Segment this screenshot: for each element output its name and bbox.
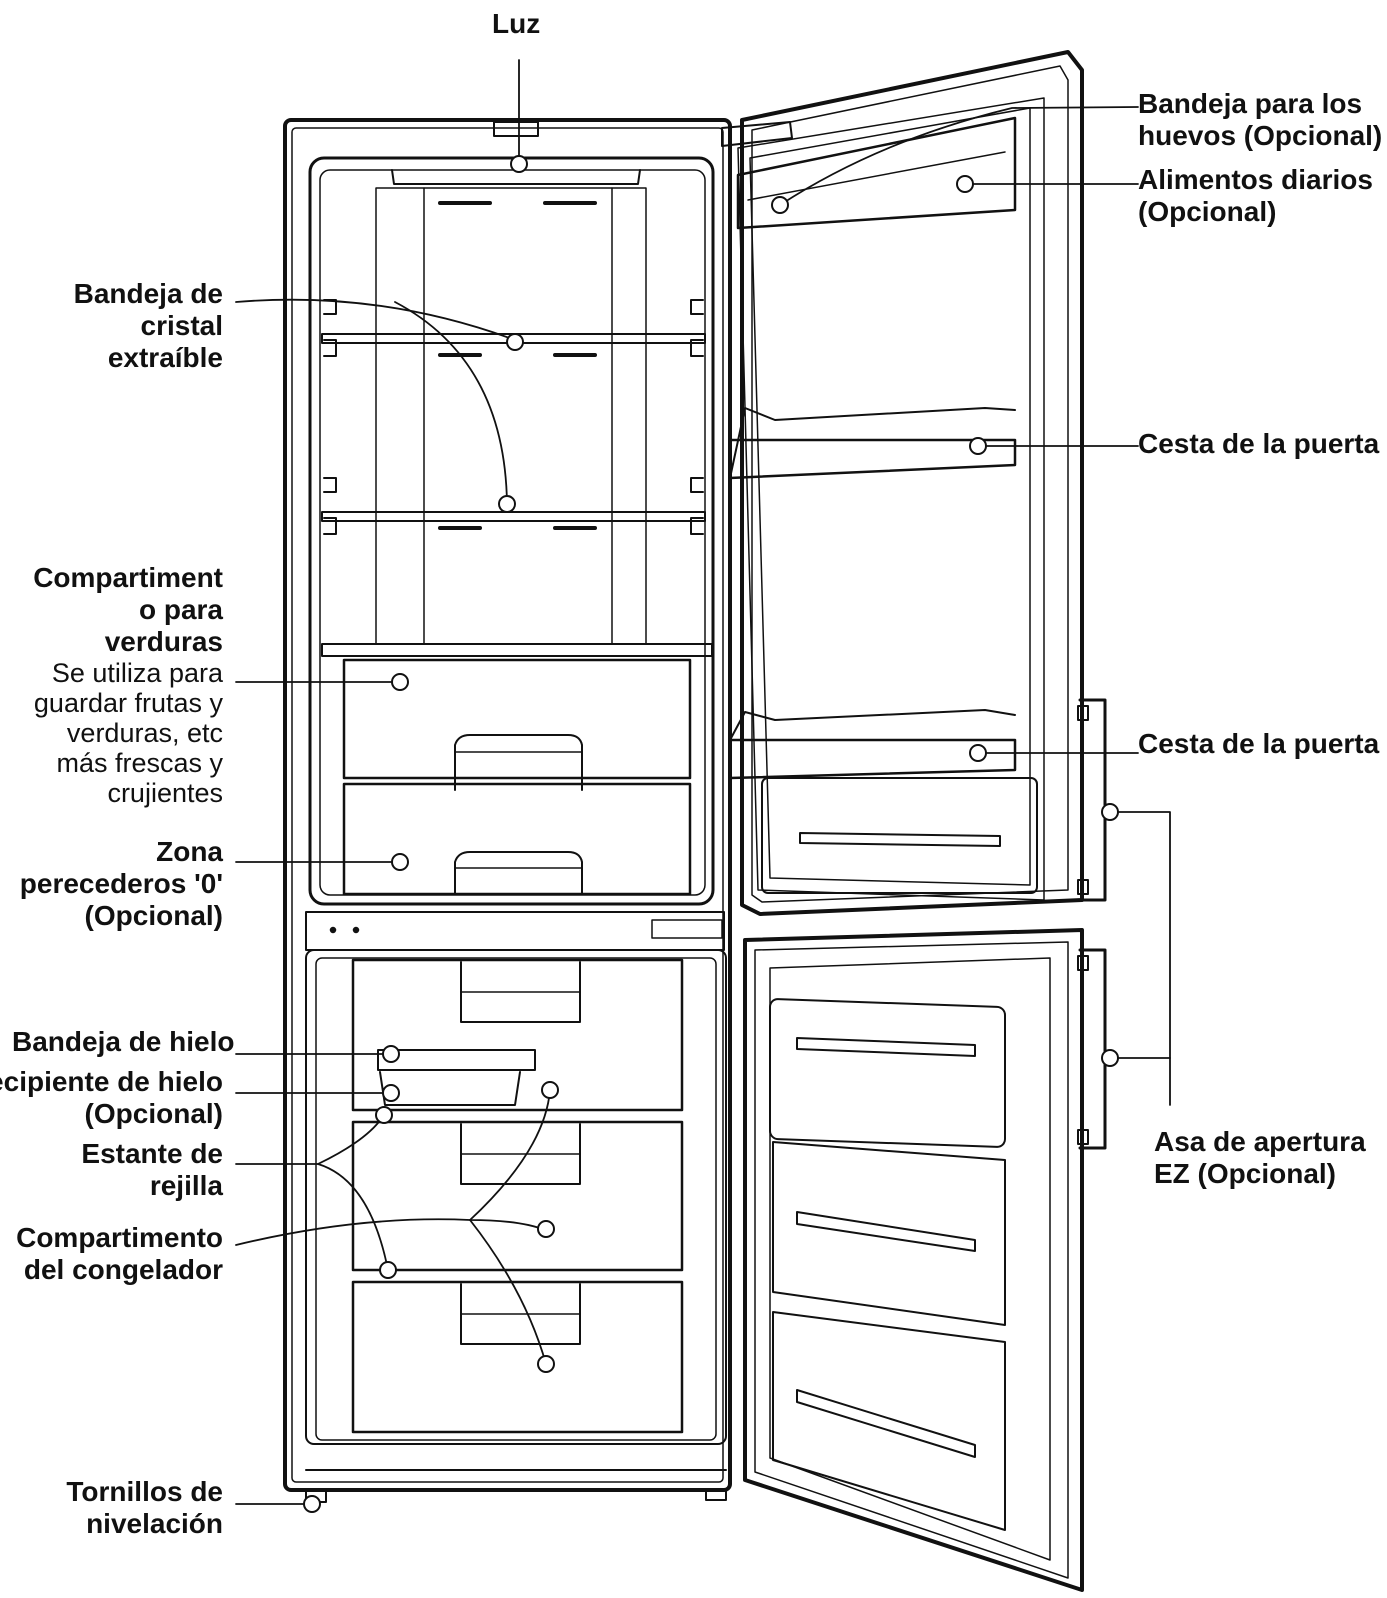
- label-vegetable-compartment: Compartiment o para verduras Se utiliza …: [33, 562, 223, 808]
- label-luz: Luz: [492, 8, 541, 39]
- label-leveling-screws: Tornillos de nivelación: [66, 1476, 223, 1539]
- label-door-basket-upper: Cesta de la puerta: [1138, 428, 1380, 459]
- label-ice-container: Recipiente de hielo (Opcional): [0, 1066, 223, 1129]
- vegetable-description-line: Se utiliza para: [51, 658, 223, 688]
- vegetable-description-line: guardar frutas y: [33, 688, 223, 718]
- label-ez-handle: Asa de apertura EZ (Opcional): [1154, 1126, 1366, 1189]
- vegetable-description-line: verduras, etc: [66, 718, 223, 748]
- cabinet-body: [283, 118, 732, 1503]
- fridge-door: [721, 50, 1107, 916]
- label-glass-shelf: Bandeja de cristal extraíble: [73, 278, 223, 373]
- label-daily-food: Alimentos diarios (Opcional): [1138, 164, 1373, 227]
- label-egg-tray: Bandeja para los huevos (Opcional): [1138, 88, 1383, 151]
- leader-lines: [235, 59, 1171, 1505]
- vegetable-description-line: crujientes: [107, 778, 223, 808]
- label-door-basket-lower: Cesta de la puerta: [1138, 728, 1380, 759]
- vegetable-description-line: más frescas y: [56, 748, 223, 778]
- label-ice-tray: Bandeja de hielo: [12, 1026, 235, 1057]
- freezer-door: [743, 928, 1107, 1592]
- label-zero-zone: Zona perecederos '0' (Opcional): [19, 836, 223, 931]
- callout-markers: [303, 155, 1119, 1513]
- label-freezer-compartment: Compartimento del congelador: [16, 1222, 223, 1285]
- label-wire-shelf: Estante de rejilla: [81, 1138, 223, 1201]
